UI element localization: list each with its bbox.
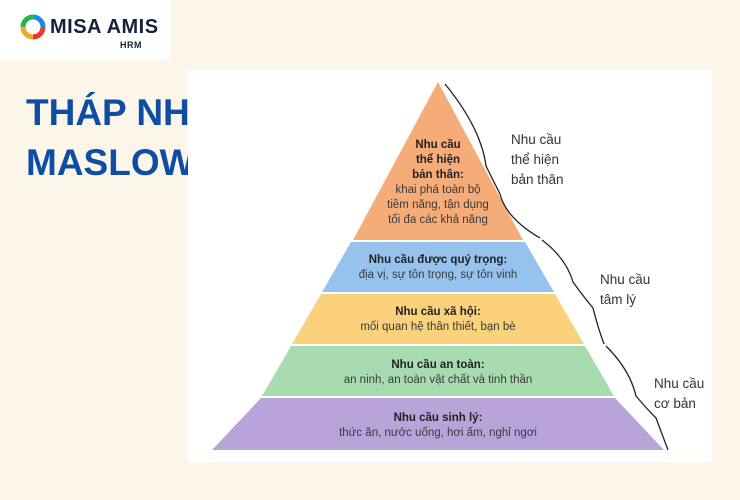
group-label-psychological: Nhu cầu tâm lý [600, 272, 651, 307]
brand-sub: HRM [120, 40, 142, 50]
level-physiological: Nhu cầu sinh lý: thức ăn, nước uống, hơi… [248, 411, 628, 441]
group-label-basic: Nhu cầu cơ bản [654, 376, 705, 411]
level-social-band [292, 294, 584, 344]
level-description: khai phá toàn bộ tiềm năng, tận dụng tối… [387, 184, 489, 226]
level-self-actualization-band [353, 82, 523, 240]
pyramid-panel: Nhu cầu thể hiện bản thân: khai phá toàn… [188, 70, 712, 462]
level-heading: Nhu cầu thể hiện bản thân: [412, 139, 464, 181]
brace-self-actualization [444, 83, 541, 239]
level-description: mối quan hệ thân thiết, bạn bè [360, 321, 516, 333]
brand-logo: MISA AMIS HRM [0, 0, 170, 60]
level-heading: Nhu cầu an toàn: [391, 359, 485, 371]
brace-basic [605, 345, 669, 451]
title-line-2: MASLOW [26, 142, 195, 183]
brace-psychological [541, 239, 605, 345]
level-esteem-band [322, 242, 554, 292]
level-heading: Nhu cầu sinh lý: [393, 412, 483, 424]
level-heading: Nhu cầu xã hội: [395, 306, 481, 318]
brand-name: MISA AMIS [50, 16, 159, 38]
level-self-actualization: Nhu cầu thể hiện bản thân: khai phá toàn… [363, 138, 513, 228]
pyramid-diagram [212, 82, 669, 451]
level-heading: Nhu cầu được quý trọng: [368, 254, 508, 266]
group-label-self-actualization: Nhu cầu thể hiện bản thân [511, 132, 564, 187]
misa-ring-logo-icon [20, 14, 46, 40]
level-description: thức ăn, nước uống, hơi ấm, nghỉ ngơi [339, 427, 537, 439]
level-esteem: Nhu cầu được quý trọng: địa vị, sự tôn t… [308, 253, 568, 283]
level-social: Nhu cầu xã hội: mối quan hệ thân thiết, … [288, 305, 588, 335]
level-physiological-band [212, 398, 664, 450]
level-description: địa vị, sự tôn trọng, sự tôn vinh [358, 269, 518, 281]
level-safety: Nhu cầu an toàn: an ninh, an toàn vật ch… [268, 358, 608, 388]
level-safety-band [262, 346, 614, 396]
level-description: an ninh, an toàn vật chất và tinh thần [343, 374, 533, 386]
